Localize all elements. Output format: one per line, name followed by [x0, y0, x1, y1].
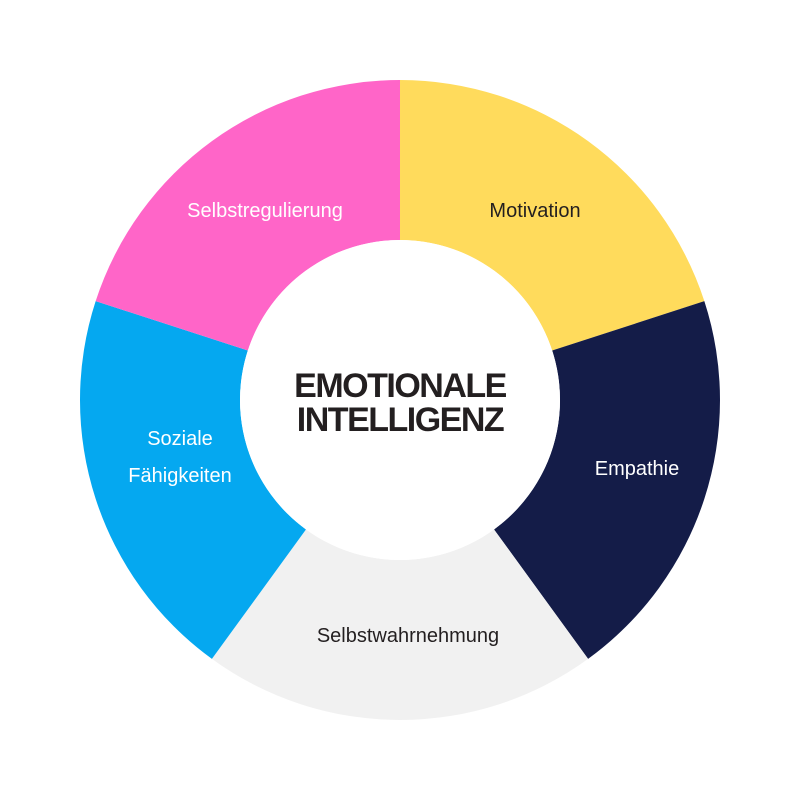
segment-selbstregulierung [95, 80, 400, 351]
segment-motivation [400, 80, 705, 351]
segment-label-line: Fähigkeiten [128, 465, 231, 487]
segment-label-motivation: Motivation [489, 200, 580, 222]
segment-label-line: Soziale [147, 428, 213, 450]
segment-selbstwahrnehmung [211, 529, 589, 720]
segment-label-selbstregulierung: Selbstregulierung [187, 200, 343, 222]
center-title-line1: EMOTIONALE [294, 367, 506, 405]
segment-empathie [494, 301, 720, 659]
center-circle [240, 240, 560, 560]
segment-label-empathie: Empathie [595, 458, 680, 480]
segment-soziale-faehigkeiten [80, 301, 306, 659]
segment-label-selbstwahrnehmung: Selbstwahrnehmung [317, 625, 499, 647]
center-title-line2: INTELLIGENZ [297, 401, 504, 439]
